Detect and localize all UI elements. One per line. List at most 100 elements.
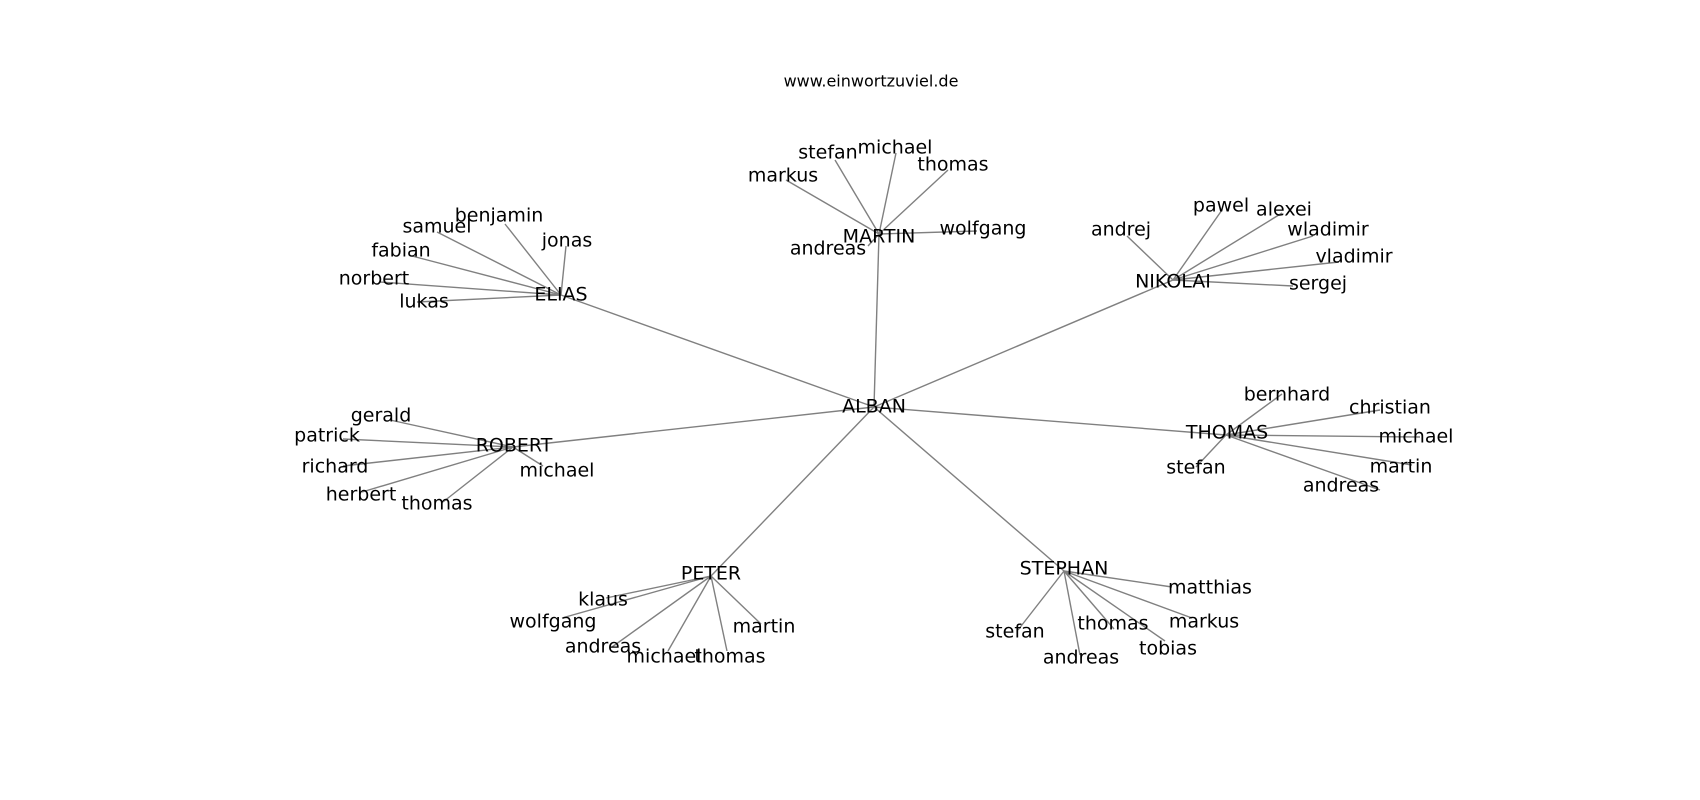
node-leaf-martin-stefan: stefan — [798, 142, 857, 164]
edge-root-stephan — [873, 406, 1065, 572]
node-leaf-peter-martin: martin — [733, 616, 796, 638]
edge-thomas-andreas — [1225, 434, 1381, 491]
node-leaf-nikolai-andrej: andrej — [1091, 219, 1151, 241]
edge-peter-andreas — [611, 575, 712, 648]
node-leaf-elias-fabian: fabian — [371, 240, 430, 262]
node-leaf-martin-markus: markus — [748, 165, 818, 187]
node-root-alban: ALBAN — [842, 396, 906, 418]
node-leaf-robert-thomas: thomas — [401, 493, 472, 515]
node-leaf-elias-samuel: samuel — [402, 216, 471, 238]
node-leaf-robert-herbert: herbert — [326, 484, 397, 506]
edge-root-thomas — [873, 406, 1227, 436]
edge-robert-michael — [512, 446, 544, 467]
edge-peter-klaus — [605, 575, 712, 599]
edge-stephan-andreas — [1063, 570, 1081, 656]
edge-martin-wolfgang — [878, 230, 978, 235]
edge-elias-norbert — [379, 281, 562, 296]
edge-stephan-stefan — [1017, 570, 1065, 631]
node-hub-robert: ROBERT — [476, 435, 553, 457]
edge-robert-thomas — [442, 446, 514, 503]
edge-stephan-thomas — [1063, 570, 1115, 630]
edge-peter-wolfgang — [561, 575, 712, 619]
edge-robert-richard — [342, 446, 514, 467]
node-leaf-martin-andreas: andreas — [790, 238, 866, 260]
node-leaf-thomas-andreas: andreas — [1303, 475, 1379, 497]
node-hub-stephan: STEPHAN — [1020, 558, 1109, 580]
edge-stephan-matthias — [1063, 570, 1173, 588]
edge-root-martin — [873, 233, 880, 408]
edges-layer — [342, 152, 1421, 656]
node-leaf-thomas-bernhard: bernhard — [1244, 384, 1331, 406]
edge-elias-jonas — [560, 245, 567, 296]
edge-robert-gerald — [389, 419, 514, 448]
node-leaf-nikolai-pawel: pawel — [1193, 195, 1249, 217]
edge-root-robert — [512, 406, 875, 448]
node-leaf-stephan-matthias: matthias — [1168, 577, 1252, 599]
edge-thomas-christian — [1225, 409, 1381, 436]
edge-stephan-markus — [1063, 570, 1193, 619]
node-leaf-nikolai-alexei: alexei — [1256, 199, 1312, 221]
edge-peter-michael — [667, 575, 712, 652]
edge-peter-thomas — [710, 575, 728, 652]
node-leaf-elias-norbert: norbert — [339, 268, 410, 290]
node-leaf-nikolai-sergej: sergej — [1289, 273, 1347, 295]
edge-thomas-michael — [1225, 434, 1421, 438]
edge-stephan-tobias — [1063, 570, 1166, 642]
edge-nikolai-alexei — [1172, 212, 1283, 281]
node-leaf-robert-patrick: patrick — [294, 425, 360, 447]
node-leaf-stephan-tobias: tobias — [1139, 638, 1197, 660]
edge-robert-herbert — [361, 446, 514, 493]
node-leaf-thomas-stefan: stefan — [1166, 457, 1225, 479]
node-leaf-thomas-christian: christian — [1349, 397, 1431, 419]
node-leaf-elias-lukas: lukas — [399, 291, 449, 313]
node-hub-peter: PETER — [681, 563, 741, 585]
edge-root-peter — [710, 406, 875, 577]
node-leaf-thomas-michael: michael — [1379, 426, 1454, 448]
edge-martin-andreas — [867, 233, 880, 247]
edge-robert-patrick — [342, 438, 514, 448]
node-leaf-martin-thomas: thomas — [917, 154, 988, 176]
node-leaf-stephan-andreas: andreas — [1043, 647, 1119, 669]
node-hub-elias: ELIAS — [534, 284, 587, 306]
node-leaf-peter-wolfgang: wolfgang — [510, 611, 597, 633]
edge-martin-michael — [878, 152, 897, 235]
edge-elias-benjamin — [504, 223, 562, 296]
node-hub-thomas: THOMAS — [1185, 422, 1268, 444]
node-leaf-stephan-thomas: thomas — [1077, 613, 1148, 635]
node-leaf-robert-richard: richard — [302, 456, 369, 478]
edge-nikolai-wladimir — [1172, 235, 1314, 281]
edge-nikolai-pawel — [1172, 209, 1223, 281]
site-url: www.einwortzuviel.de — [784, 72, 959, 91]
node-hub-martin: MARTIN — [843, 226, 916, 248]
edge-elias-lukas — [416, 294, 562, 303]
node-leaf-nikolai-wladimir: wladimir — [1287, 219, 1369, 241]
node-leaf-robert-michael: michael — [520, 460, 595, 482]
edge-nikolai-andrej — [1126, 235, 1174, 281]
node-leaf-stephan-stefan: stefan — [985, 621, 1044, 643]
edge-martin-thomas — [878, 169, 949, 235]
edge-nikolai-vladimir — [1172, 261, 1340, 281]
node-leaf-nikolai-vladimir: vladimir — [1315, 246, 1392, 268]
node-leaf-elias-benjamin: benjamin — [455, 205, 544, 227]
edge-thomas-stefan — [1195, 434, 1227, 468]
node-leaf-martin-michael: michael — [858, 137, 933, 159]
node-leaf-elias-jonas: jonas — [541, 230, 593, 252]
edge-root-elias — [560, 294, 875, 408]
edge-martin-stefan — [834, 159, 880, 235]
node-leaf-peter-andreas: andreas — [565, 636, 641, 658]
edge-elias-fabian — [411, 255, 562, 296]
node-leaf-stephan-markus: markus — [1169, 611, 1239, 633]
edge-peter-martin — [710, 575, 762, 625]
edge-nikolai-sergej — [1172, 279, 1294, 287]
edge-martin-markus — [785, 179, 880, 235]
edge-root-nikolai — [873, 279, 1174, 408]
node-leaf-peter-klaus: klaus — [578, 589, 628, 611]
node-leaf-peter-michael: michael — [627, 646, 702, 668]
node-leaf-robert-gerald: gerald — [351, 405, 412, 427]
node-hub-nikolai: NIKOLAI — [1135, 271, 1211, 293]
node-leaf-thomas-martin: martin — [1370, 456, 1433, 478]
edge-thomas-bernhard — [1225, 393, 1283, 436]
node-leaf-peter-thomas: thomas — [694, 646, 765, 668]
